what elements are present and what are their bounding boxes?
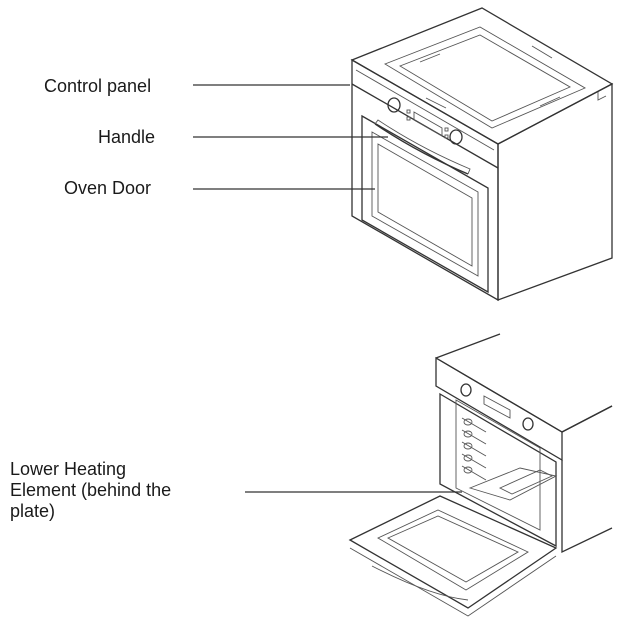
oven-door-label: Oven Door (64, 178, 152, 198)
top-plate-brackets (419, 45, 561, 109)
right-knob-icon (522, 417, 534, 431)
open-oven (348, 333, 613, 617)
open-door-edge (349, 547, 557, 617)
side-notch (597, 92, 607, 101)
open-oven-door (348, 495, 558, 609)
lower-heating-element-label: Lower Heating Element (behind the plate) (10, 459, 172, 521)
door-handle (374, 123, 469, 175)
button-icon (406, 109, 411, 114)
rack-hook-icon (463, 466, 473, 474)
door-glass (377, 509, 529, 591)
button-icon (444, 134, 449, 139)
door-handle (371, 565, 469, 601)
door-glass-inner (386, 515, 519, 583)
open-oven-top (435, 333, 613, 433)
door-glass-inner (377, 143, 473, 267)
tray (498, 469, 554, 495)
heating-element-plate (468, 467, 558, 501)
display-window (483, 395, 511, 419)
open-oven-side (561, 405, 613, 554)
rack-hook-icon (463, 430, 473, 438)
rack-hook-icon (463, 418, 473, 426)
left-knob-icon (387, 97, 401, 113)
oven-cavity (439, 392, 557, 548)
top-plate (383, 26, 586, 129)
handle-label: Handle (98, 127, 156, 147)
open-oven-control-panel (435, 356, 563, 462)
oven-door (361, 114, 489, 294)
oven-right-side (497, 82, 613, 301)
door-glass (371, 131, 479, 277)
control-panel-label: Control panel (44, 76, 152, 96)
left-knob-icon (460, 383, 472, 397)
oven-front (351, 58, 499, 302)
button-icon (444, 127, 449, 132)
rack-hook-icon (463, 454, 473, 462)
display-window (413, 111, 443, 137)
cavity-back (455, 399, 541, 531)
closed-oven (350, 7, 614, 302)
top-plate-inner (398, 34, 571, 122)
button-icon (406, 116, 411, 121)
door-handle-top (374, 119, 471, 175)
control-panel-edge (355, 69, 495, 151)
right-knob-icon (449, 129, 463, 145)
rack-supports (461, 417, 487, 481)
rack-hook-icon (463, 442, 473, 450)
